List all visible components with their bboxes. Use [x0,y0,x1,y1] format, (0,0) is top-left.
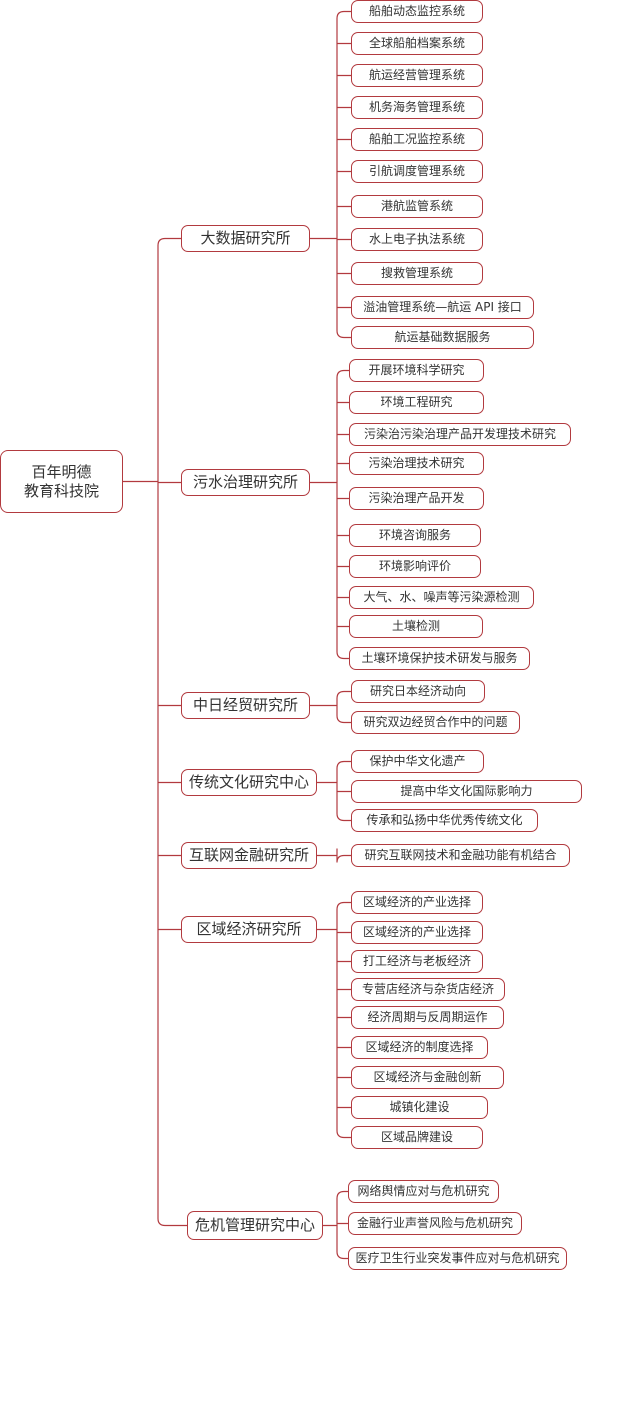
branch-connector [317,848,351,863]
leaf-node[interactable]: 开展环境科学研究 [349,359,484,382]
leaf-node[interactable]: 网络舆情应对与危机研究 [348,1180,499,1203]
branch-traditional-culture[interactable]: 传统文化研究中心 [181,769,317,796]
leaf-node[interactable]: 区域经济的制度选择 [351,1036,488,1059]
branch-big-data[interactable]: 大数据研究所 [181,225,310,252]
root-node[interactable]: 百年明德 教育科技院 [0,450,123,513]
leaf-node[interactable]: 全球船舶档案系统 [351,32,483,55]
leaf-node[interactable]: 区域经济的产业选择 [351,921,483,944]
leaf-node[interactable]: 船舶工况监控系统 [351,128,483,151]
branch-connector [310,369,349,660]
leaf-node[interactable]: 大气、水、噪声等污染源检测 [349,586,534,609]
branch-connector [317,760,351,822]
leaf-node[interactable]: 环境咨询服务 [349,524,481,547]
branch-connector [323,1190,348,1260]
leaf-node[interactable]: 机务海务管理系统 [351,96,483,119]
leaf-node[interactable]: 经济周期与反周期运作 [351,1006,504,1029]
root-label-line1: 百年明德 [31,462,92,481]
branch-internet-finance[interactable]: 互联网金融研究所 [181,842,317,869]
root-connector [123,237,187,1227]
leaf-node[interactable]: 水上电子执法系统 [351,228,483,251]
leaf-node[interactable]: 溢油管理系统—航运 API 接口 [351,296,534,319]
leaf-node[interactable]: 城镇化建设 [351,1096,488,1119]
leaf-node[interactable]: 打工经济与老板经济 [351,950,483,973]
leaf-node[interactable]: 航运基础数据服务 [351,326,534,349]
branch-regional-economy[interactable]: 区域经济研究所 [181,916,317,943]
leaf-node[interactable]: 土壤检测 [349,615,483,638]
leaf-node[interactable]: 搜救管理系统 [351,262,483,285]
leaf-node[interactable]: 环境工程研究 [349,391,484,414]
leaf-node[interactable]: 区域品牌建设 [351,1126,483,1149]
leaf-node[interactable]: 污染治理产品开发 [349,487,484,510]
leaf-node[interactable]: 提高中华文化国际影响力 [351,780,582,803]
leaf-node[interactable]: 保护中华文化遗产 [351,750,484,773]
leaf-node[interactable]: 金融行业声誉风险与危机研究 [348,1212,522,1235]
branch-china-japan-trade[interactable]: 中日经贸研究所 [181,692,310,719]
leaf-node[interactable]: 传承和弘扬中华优秀传统文化 [351,809,538,832]
root-label-line2: 教育科技院 [23,481,99,500]
leaf-node[interactable]: 环境影响评价 [349,555,481,578]
leaf-node[interactable]: 污染治污染治理产品开发理技术研究 [349,423,571,446]
leaf-node[interactable]: 船舶动态监控系统 [351,0,483,23]
branch-connector [310,10,351,339]
leaf-node[interactable]: 研究日本经济动向 [351,680,485,703]
leaf-node[interactable]: 引航调度管理系统 [351,160,483,183]
branch-crisis-management[interactable]: 危机管理研究中心 [187,1211,323,1240]
leaf-node[interactable]: 航运经营管理系统 [351,64,483,87]
leaf-node[interactable]: 医疗卫生行业突发事件应对与危机研究 [348,1247,567,1270]
branch-connector [310,690,351,724]
leaf-node[interactable]: 港航监管系统 [351,195,483,218]
branch-wastewater[interactable]: 污水治理研究所 [181,469,310,496]
leaf-node[interactable]: 污染治理技术研究 [349,452,484,475]
leaf-node[interactable]: 区域经济的产业选择 [351,891,483,914]
leaf-node[interactable]: 专营店经济与杂货店经济 [351,978,505,1001]
leaf-node[interactable]: 区域经济与金融创新 [351,1066,504,1089]
leaf-node[interactable]: 研究互联网技术和金融功能有机结合 [351,844,570,867]
leaf-node[interactable]: 土壤环境保护技术研发与服务 [349,647,530,670]
branch-connector [317,901,351,1139]
leaf-node[interactable]: 研究双边经贸合作中的问题 [351,711,520,734]
